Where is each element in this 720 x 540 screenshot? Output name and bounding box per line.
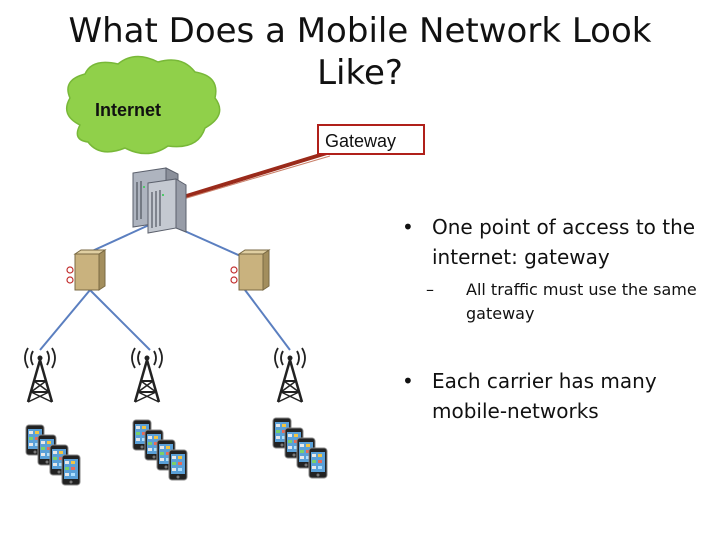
mobile-phones-group-2 — [133, 420, 187, 480]
gateway-link-line — [179, 150, 331, 201]
slide-title: What Does a Mobile Network Look Like? — [68, 11, 652, 93]
cell-tower-icon-1 — [23, 346, 57, 404]
bullet-text: Each carrier has many mobile-networks — [432, 369, 657, 423]
server-icon-right — [230, 249, 270, 291]
mobile-phones-group-3 — [273, 418, 327, 478]
internet-label: Internet — [95, 100, 161, 120]
sub-bullet-text: All traffic must use the same gateway — [466, 280, 697, 323]
cell-tower-icon-2 — [130, 346, 164, 404]
cell-tower-icon-3 — [273, 346, 307, 404]
sub-bullet-item: – All traffic must use the same gateway — [426, 278, 706, 326]
internet-cloud-icon — [65, 55, 221, 155]
bullet-dot: • — [402, 215, 414, 239]
bullet-item-carriers: • Each carrier has many mobile-networks — [402, 366, 712, 426]
bullet-dot: • — [402, 369, 414, 393]
gateway-server-icon — [132, 167, 187, 234]
mobile-phones-group-1 — [26, 425, 80, 485]
bullet-item-gateway: • One point of access to the internet: g… — [402, 212, 712, 272]
bullet-text: One point of access to the internet: gat… — [432, 215, 696, 269]
gateway-label-box — [317, 124, 425, 155]
server-icon-left — [66, 249, 106, 291]
network-links — [39, 219, 291, 351]
gateway-label: Gateway — [325, 131, 396, 151]
sub-bullet-dash: – — [426, 280, 434, 299]
